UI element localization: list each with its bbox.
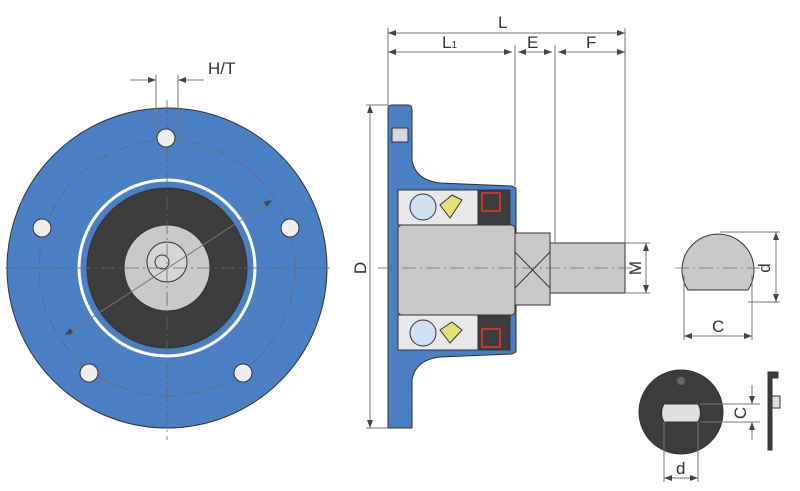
bolt-hole-icon [32,218,52,238]
bolt-holes [32,128,300,383]
shaft-section: d C [675,231,780,340]
bolt-hole-icon [233,363,253,383]
shaft-c-label: C [712,317,724,336]
washer-view: C d [638,369,781,482]
bolt-hole-icon [280,218,300,238]
hex-collar [514,232,551,306]
shaft [397,224,516,316]
side-view: L L1 E F D M [351,13,650,429]
l1-label: L1 [442,33,457,52]
f-label: F [586,33,596,52]
bolt-hole-icon [79,363,99,383]
shaft-d-label: d [755,263,774,272]
m-label: M [626,261,645,275]
bolt-hole-icon [156,128,176,148]
l-label: L [498,13,507,32]
front-view: H/T [5,59,330,440]
d-flange-label: D [351,262,370,274]
washer-c-label: C [731,407,750,419]
e-label: E [527,33,538,52]
shaft-profile [681,233,755,291]
ht-label: H/T [208,59,235,78]
washer-hole [661,403,701,423]
washer-side [767,371,779,451]
washer-d-label: d [676,459,685,478]
